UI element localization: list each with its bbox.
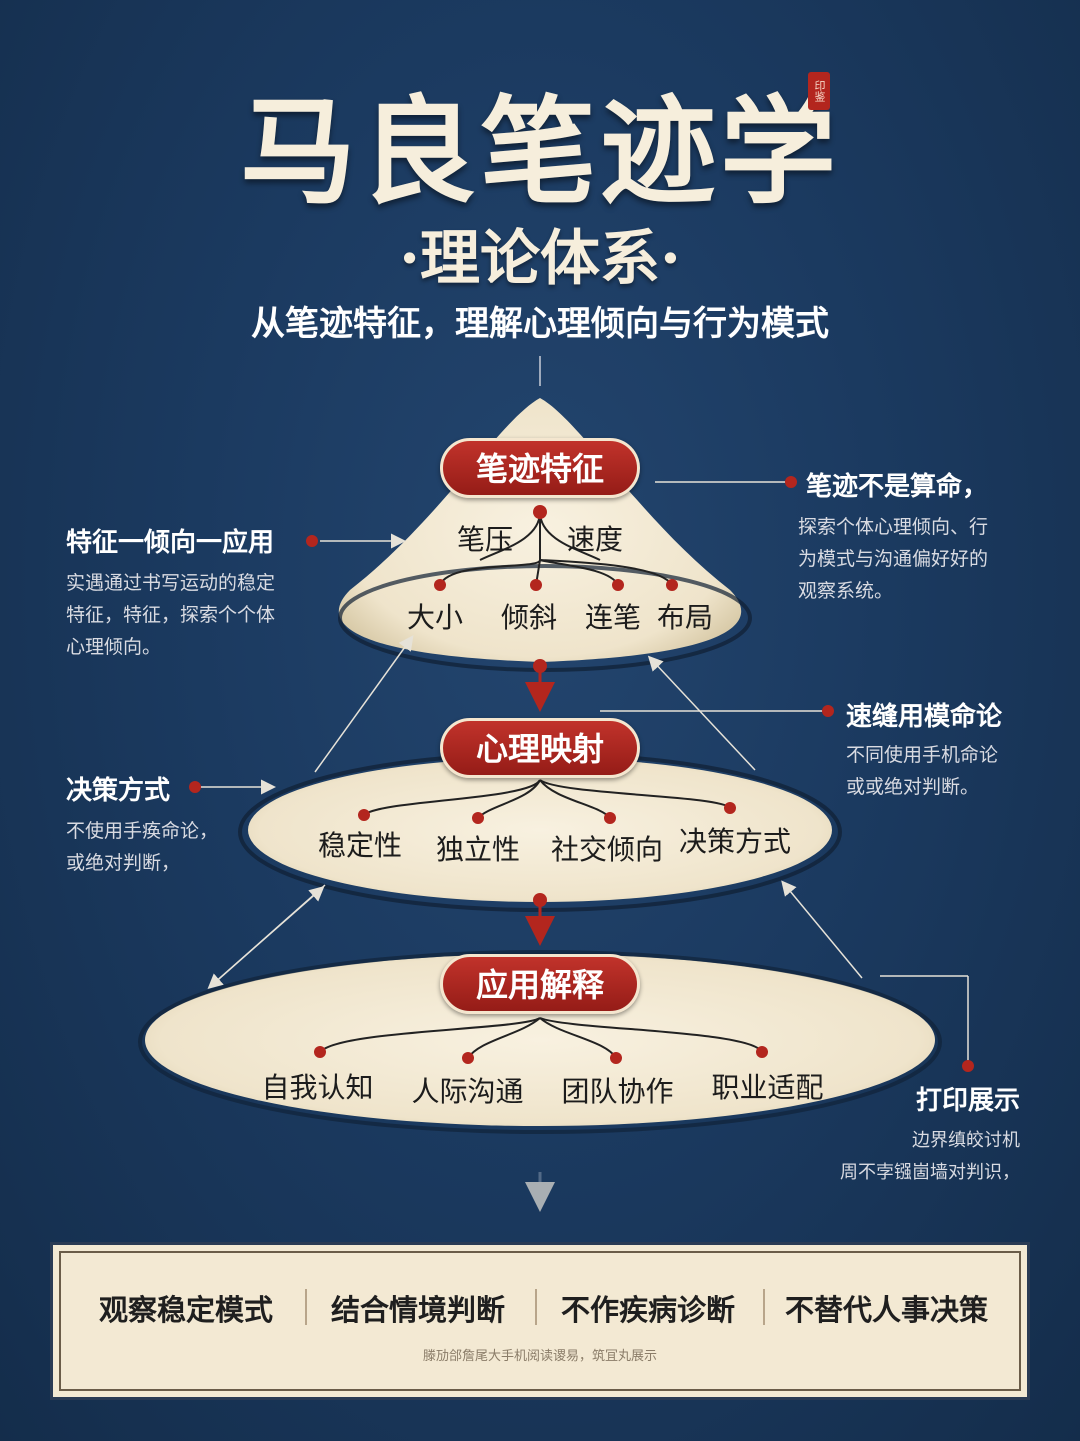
note-dot-right-top <box>785 476 797 488</box>
note-line: 或或绝对判断。 <box>846 776 980 798</box>
footer-divider <box>305 1289 307 1325</box>
note-right-top-heading: 笔迹不是算命， <box>806 472 989 502</box>
note-right-top-body: 探索个体心理倾向、行 为模式与沟通偏好好的 观察系统。 <box>798 511 1048 607</box>
note-line: 不同使用手机命论 <box>846 744 999 766</box>
node-social: 社交倾向 <box>550 833 663 866</box>
note-dot-right-mid <box>822 705 834 717</box>
subtitle: ·理论体系· <box>399 224 681 294</box>
node-dot-self <box>314 1046 326 1058</box>
note-left-mid-heading: 决策方式 <box>66 776 171 806</box>
note-line: 特征，特征，探索个个体 <box>66 604 276 626</box>
note-right-bottom-heading: 打印展示 <box>915 1086 1020 1116</box>
node-dot-layout <box>666 579 678 591</box>
note-line: 为模式与沟通偏好好的 <box>798 548 989 570</box>
node-interpersonal: 人际沟通 <box>411 1075 524 1108</box>
node-dot-social <box>604 812 616 824</box>
note-line: 探索个体心理倾向、行 <box>798 516 989 538</box>
node-teamwork: 团队协作 <box>561 1075 674 1108</box>
node-dot-tilt <box>530 579 542 591</box>
note-right-mid-heading: 速缝用模命论 <box>846 702 1003 732</box>
flow-dot-1 <box>533 659 547 673</box>
note-dot-left-mid <box>189 781 201 793</box>
note-line: 不使用手痪命论， <box>66 820 219 842</box>
node-dot-career <box>756 1046 768 1058</box>
node-speed: 速度 <box>566 523 623 556</box>
flow-dot-2 <box>533 893 547 907</box>
node-dot-connected <box>612 579 624 591</box>
footer-item-no-diagnosis: 不作疾病诊断 <box>561 1293 736 1327</box>
note-left-top-body: 实遇通过书写运动的稳定 特征，特征，探索个个体 心理倾向。 <box>66 567 316 663</box>
note-right-mid-body: 不同使用手机命论 或或绝对判断。 <box>846 739 1066 803</box>
level-2-pill: 心理映射 <box>440 718 640 778</box>
tier-3-tree <box>319 1017 763 1059</box>
footer-note: 滕劢郃詹尾大手机阅读谡易，筑冝丸展示 <box>422 1349 657 1364</box>
note-dot-right-bottom <box>962 1060 974 1072</box>
node-self-awareness: 自我认知 <box>261 1071 374 1104</box>
note-line: 周不孛镪崮墙对判识， <box>840 1162 1020 1183</box>
note-line: 心理倾向。 <box>66 636 162 658</box>
note-left-mid: 决策方式 不使用手痪命论， 或绝对判断， <box>66 770 286 879</box>
node-connected: 连笔 <box>584 601 641 634</box>
node-stability: 稳定性 <box>317 829 402 862</box>
note-right-top: 笔迹不是算命， 探索个体心理倾向、行 为模式与沟通偏好好的 观察系统。 <box>798 466 1056 607</box>
note-line: 观察系统。 <box>798 580 894 602</box>
node-dot-size <box>434 579 446 591</box>
tier-1-tree <box>439 511 673 586</box>
tagline: 从笔迹特征，理解心理倾向与行为模式 <box>251 304 829 344</box>
footer-item-observe: 观察稳定模式 <box>99 1293 274 1327</box>
note-right-mid: 速缝用模命论 不同使用手机命论 或或绝对判断。 <box>846 696 1066 803</box>
tier-3-ring <box>138 950 942 1134</box>
note-left-top-heading: 特征一倾向一应用 <box>66 528 275 558</box>
note-pointers <box>200 481 969 1066</box>
side-connectors <box>207 635 863 989</box>
note-left-mid-body: 不使用手痪命论， 或绝对判断， <box>66 815 286 879</box>
node-independence: 独立性 <box>435 833 520 866</box>
node-tilt: 倾斜 <box>500 601 557 634</box>
node-dot-independence <box>472 812 484 824</box>
footer-divider <box>535 1289 537 1325</box>
note-dot-left-top <box>306 535 318 547</box>
tier-2-shape <box>248 758 832 902</box>
node-dot-interpersonal <box>462 1052 474 1064</box>
node-decision: 决策方式 <box>678 825 791 858</box>
node-career-fit: 职业适配 <box>711 1071 824 1104</box>
level-3-pill: 应用解释 <box>440 954 640 1014</box>
node-layout: 布局 <box>656 601 713 634</box>
node-dot-stability <box>358 809 370 821</box>
main-title: 马良笔迹学 <box>240 84 840 220</box>
note-line: 边界缜皎讨机 <box>912 1130 1020 1151</box>
note-right-bottom-body: 边界缜皎讨机 周不孛镪崮墙对判识， <box>820 1125 1020 1189</box>
note-left-top: 特征一倾向一应用 实遇通过书写运动的稳定 特征，特征，探索个个体 心理倾向。 <box>66 522 316 663</box>
seal-stamp: 印鉴 <box>808 72 830 110</box>
note-line: 或绝对判断， <box>66 852 181 874</box>
tier-1-root-dot <box>533 505 547 519</box>
note-line: 实遇通过书写运动的稳定 <box>66 572 276 594</box>
footer-item-context: 结合情境判断 <box>331 1293 506 1327</box>
node-pressure: 笔压 <box>456 523 513 556</box>
note-right-bottom: 打印展示 边界缜皎讨机 周不孛镪崮墙对判识， <box>820 1080 1020 1189</box>
footer-principles-box: 观察稳定模式 结合情境判断 不作疾病诊断 不替代人事决策 滕劢郃詹尾大手机阅读谡… <box>50 1242 1030 1400</box>
level-1-pill: 笔迹特征 <box>440 438 640 498</box>
footer-item-no-hr-decision: 不替代人事决策 <box>785 1293 989 1327</box>
node-dot-decision <box>724 802 736 814</box>
footer-divider <box>763 1289 765 1325</box>
tier-3-shape <box>145 954 935 1126</box>
node-size: 大小 <box>406 601 463 634</box>
node-dot-team <box>610 1052 622 1064</box>
